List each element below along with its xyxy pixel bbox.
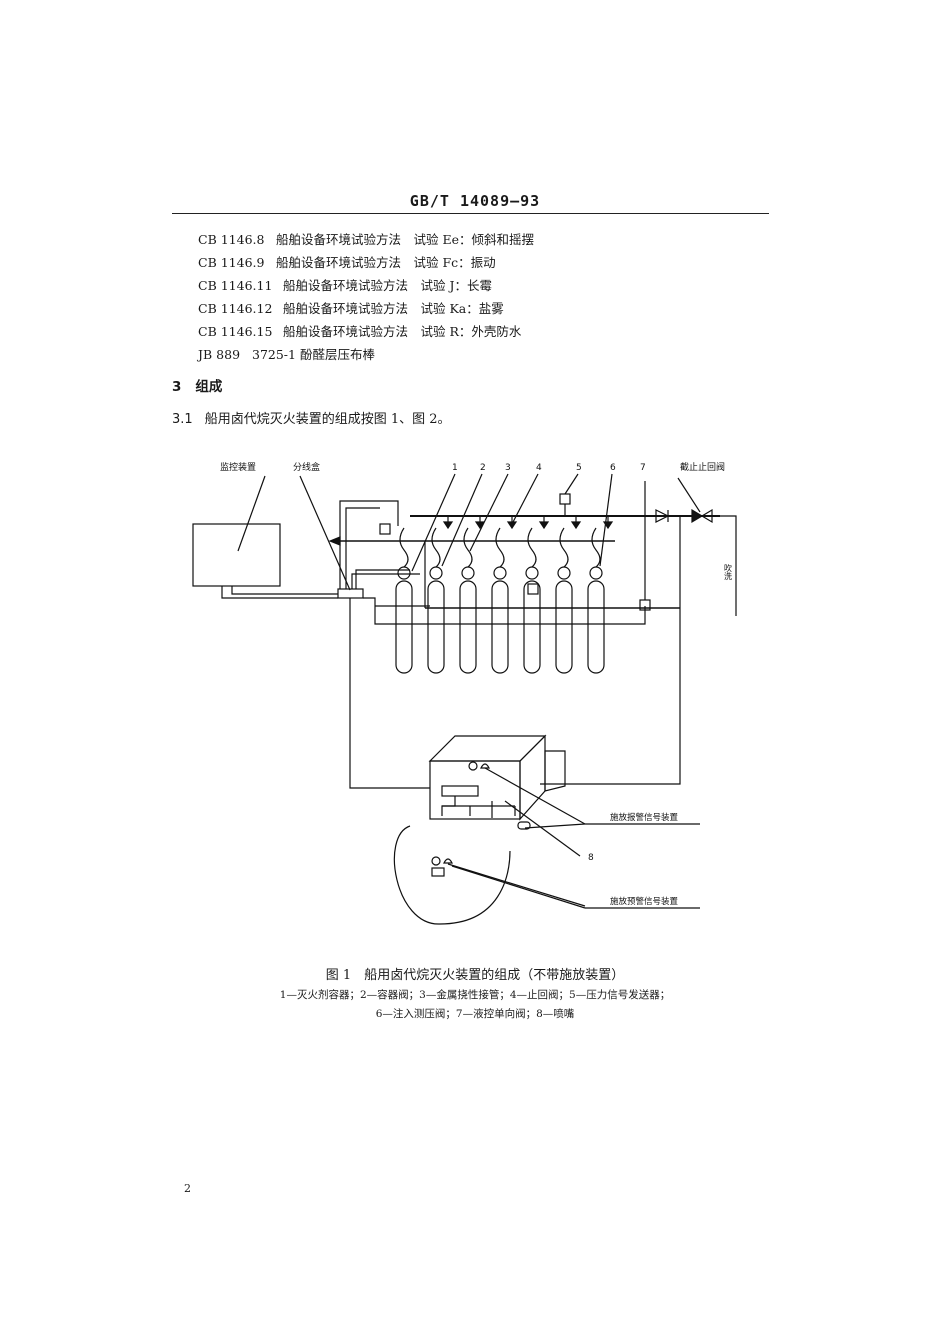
reference-list: CB 1146.8 船舶设备环境试验方法 试验 Ee：倾斜和摇摆 CB 1146.… — [198, 232, 534, 370]
clause-paragraph: 3.1 船用卤代烷灭火装置的组成按图 1、图 2。 — [172, 408, 451, 427]
clause-number: 3.1 — [172, 412, 193, 427]
pre-alarm-leader — [447, 863, 586, 907]
check-valve-icon — [655, 509, 670, 523]
junction-box — [337, 588, 364, 599]
cylinder-bank — [395, 527, 605, 674]
pre-alarm-label: 施放预警信号装置 — [610, 896, 679, 907]
callout-numbers: 1 2 3 4 5 6 7 8 — [452, 463, 646, 863]
reference-item: CB 1146.8 船舶设备环境试验方法 试验 Ee：倾斜和摇摆 — [198, 232, 534, 255]
monitor-wire — [231, 586, 338, 595]
control-unit — [441, 785, 479, 797]
reference-text: 船舶设备环境试验方法 试验 Fc：振动 — [276, 255, 496, 270]
reference-code: CB 1146.15 — [198, 324, 273, 339]
figure-caption: 图 1 船用卤代烷灭火装置的组成（不带施放装置） — [325, 968, 625, 983]
reference-code: CB 1146.9 — [198, 255, 265, 270]
section-title: 组成 — [195, 379, 223, 395]
figure-diagram: 监控装置 分线盒 — [180, 456, 760, 956]
reference-code: JB 889 — [198, 347, 241, 362]
junction-box-label: 分线盒 — [293, 461, 320, 473]
pressure-sender — [559, 493, 571, 505]
reference-item: JB 889 3725-1 酚醛层压布棒 — [198, 347, 534, 370]
pilot-arrow — [328, 536, 341, 546]
page-number: 2 — [184, 1182, 191, 1195]
reference-text: 船舶设备环境试验方法 试验 J：长霉 — [283, 278, 492, 293]
cutoff-valve-icon-2 — [700, 508, 713, 524]
signal-wire — [355, 569, 410, 589]
signal-wire — [339, 500, 399, 589]
alarm-lamp-icon — [468, 761, 478, 771]
figure-legend-line-2: 6—注入测压阀；7—液控单向阀；8—喷嘴 — [375, 1008, 575, 1020]
pre-alarm-bell-icon — [443, 858, 453, 864]
signal-wire — [351, 573, 420, 589]
cutoff-valve-icon — [691, 508, 704, 524]
callout-8: 8 — [588, 853, 594, 863]
monitor-label: 监控装置 — [220, 461, 256, 473]
callout-leaders — [411, 473, 613, 572]
junction-leader — [299, 475, 351, 591]
blow-wash-label: 吹洗 — [724, 563, 733, 581]
discharge-pipe — [540, 516, 681, 785]
nozzle-network — [441, 796, 531, 830]
reference-item: CB 1146.15 船舶设备环境试验方法 试验 R：外壳防水 — [198, 324, 534, 347]
alarm-leader — [484, 767, 586, 825]
release-alarm-label: 施放报警信号装置 — [610, 812, 679, 823]
reference-text: 船舶设备环境试验方法 试验 Ee：倾斜和摇摆 — [276, 232, 534, 247]
cutoff-leader — [677, 477, 701, 513]
document-header: GB/T 14089—93 — [409, 192, 541, 210]
reference-code: CB 1146.11 — [198, 278, 273, 293]
callout-6: 6 — [610, 463, 616, 473]
pre-alarm-box — [431, 867, 445, 877]
monitor-wire — [221, 586, 338, 599]
blow-pipe — [720, 515, 737, 616]
reference-item: CB 1146.9 船舶设备环境试验方法 试验 Fc：振动 — [198, 255, 534, 278]
reference-code: CB 1146.8 — [198, 232, 265, 247]
reference-text: 3725-1 酚醛层压布棒 — [252, 347, 375, 362]
reference-code: CB 1146.12 — [198, 301, 273, 316]
callout-5: 5 — [576, 463, 582, 473]
clause-text: 船用卤代烷灭火装置的组成按图 1、图 2。 — [204, 412, 451, 427]
reference-item: CB 1146.11 船舶设备环境试验方法 试验 J：长霉 — [198, 278, 534, 301]
reference-text: 船舶设备环境试验方法 试验 R：外壳防水 — [283, 324, 522, 339]
alarm-wire — [349, 598, 430, 789]
callout-7: 7 — [640, 463, 646, 473]
reference-text: 船舶设备环境试验方法 试验 Ka：盐雾 — [283, 301, 504, 316]
cutoff-check-valve-label: 截止止回阀 — [680, 461, 725, 473]
callout-3: 3 — [505, 463, 511, 473]
signal-wire — [363, 597, 646, 625]
liquid-control-box — [527, 583, 539, 595]
signal-wire — [345, 507, 380, 589]
nozzle-leader — [504, 800, 581, 857]
callout-1: 1 — [452, 463, 458, 473]
alarm-leader — [524, 823, 586, 829]
check-valve-row — [442, 516, 614, 530]
section-number: 3 — [172, 379, 182, 395]
alarm-bell-icon — [480, 763, 490, 769]
callout-4: 4 — [536, 463, 542, 473]
section-heading: 3 组成 — [172, 375, 222, 395]
header-rule — [172, 213, 769, 214]
figure-legend-line-1: 1—灭火剂容器；2—容器阀；3—金属挠性接管；4—止回阀；5—压力信号发送器； — [279, 989, 671, 1001]
pressure-sender-small — [379, 523, 391, 535]
reference-item: CB 1146.12 船舶设备环境试验方法 试验 Ka：盐雾 — [198, 301, 534, 324]
monitor-box — [192, 523, 281, 587]
protected-room — [428, 734, 566, 821]
pre-alarm-leader-2 — [451, 865, 586, 909]
pre-alarm-lamp-icon — [431, 856, 441, 866]
diagram-svg: 监控装置 分线盒 — [192, 461, 737, 925]
callout-2: 2 — [480, 463, 486, 473]
monitor-leader — [237, 475, 266, 552]
ship-hull-outline — [393, 825, 511, 925]
